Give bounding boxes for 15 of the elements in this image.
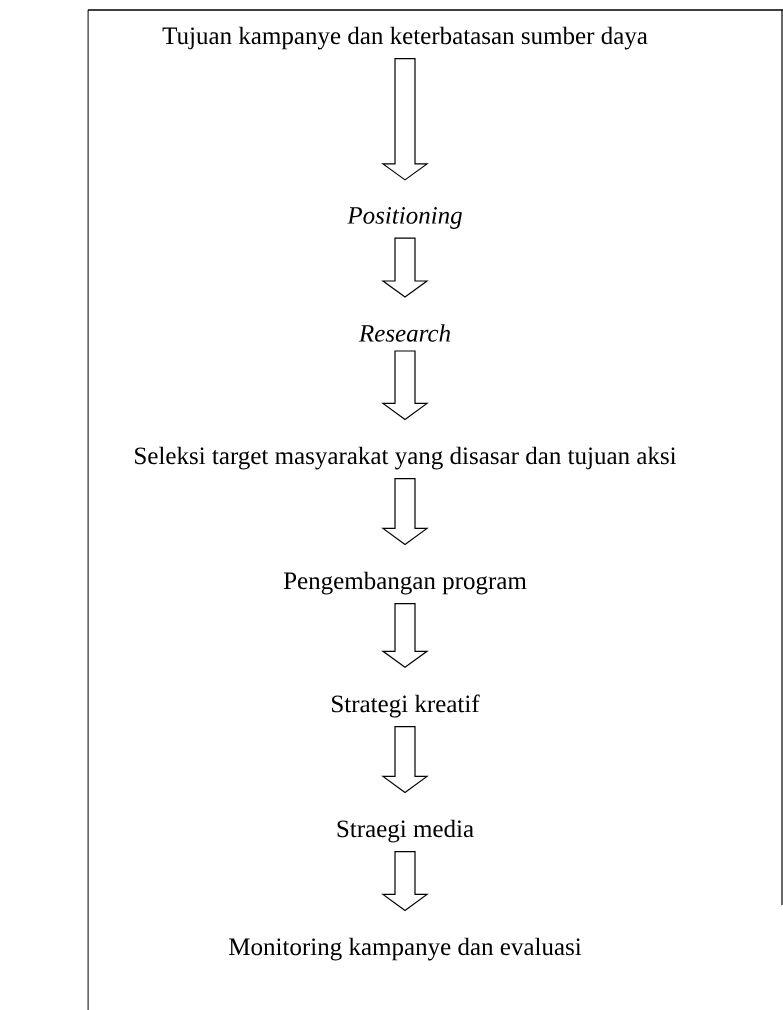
step-text: Straegi media <box>337 819 474 843</box>
step-text: Seleksi target masyarakat yang disasar dan tujuan aksi <box>135 446 677 470</box>
step-text: Positioning <box>347 207 462 229</box>
block-arrow <box>381 603 429 669</box>
step-text: Research <box>358 324 450 342</box>
block-arrow <box>381 851 429 912</box>
block-arrow <box>381 726 429 794</box>
step-text: Tujuan kampanye dan keterbatasan sumber daya <box>162 26 648 50</box>
step-text: Monitoring kampanye dan evaluasi <box>229 937 582 961</box>
block-arrow <box>381 58 429 181</box>
block-arrow <box>381 237 429 298</box>
step-text: Strategi kreatif <box>332 694 480 718</box>
block-arrow <box>381 477 429 546</box>
block-arrow <box>381 350 429 421</box>
step-text: Pengembangan program <box>283 571 527 595</box>
